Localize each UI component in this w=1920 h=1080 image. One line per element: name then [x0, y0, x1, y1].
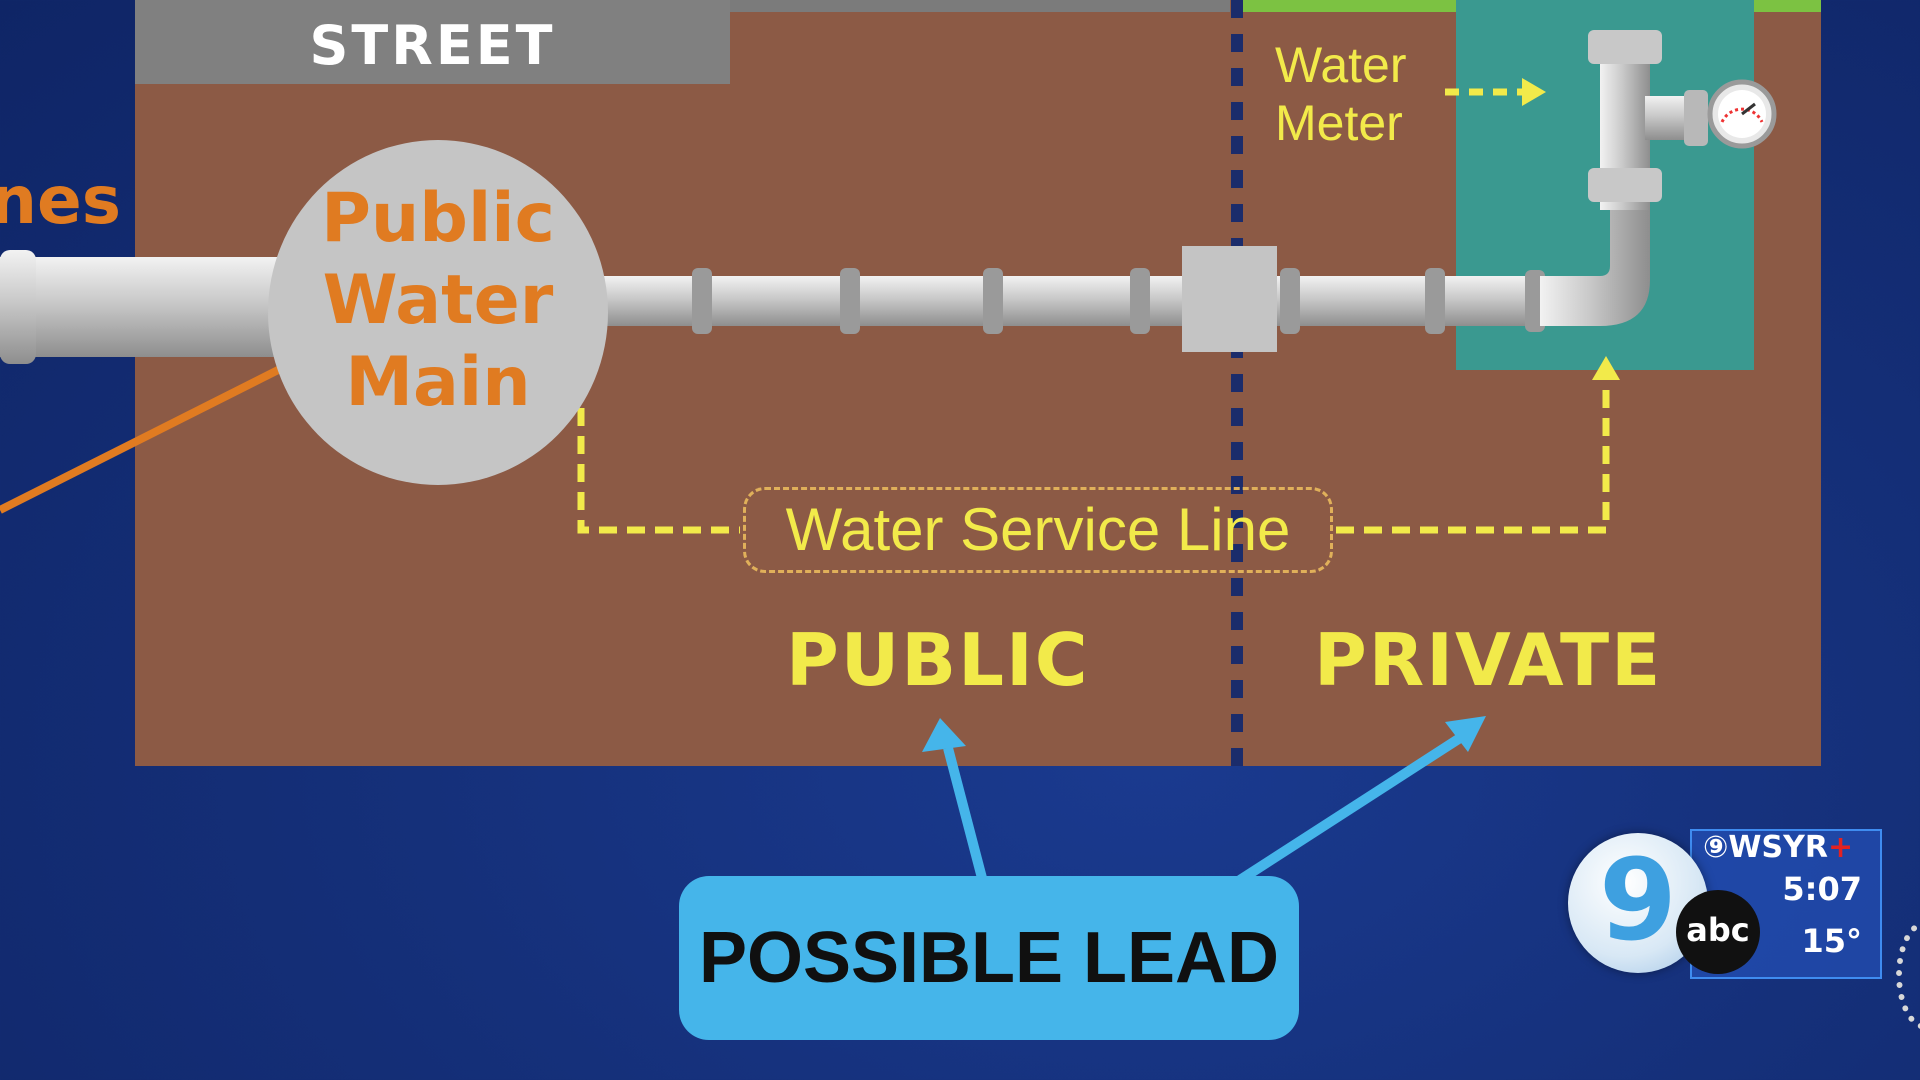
channel-brand-label: ⑨WSYR+	[1703, 830, 1853, 865]
water-meter-gauge-icon	[1707, 79, 1777, 149]
bracket-arrow-right-icon	[1592, 356, 1620, 380]
channel-logo-icon: ⑨	[1703, 830, 1729, 865]
main-label-line-2: Water	[322, 261, 554, 340]
water-service-line-label: Water Service Line	[743, 487, 1333, 573]
plus-icon: +	[1827, 830, 1854, 865]
channel-brand-text: WSYR	[1728, 830, 1828, 865]
lead-arrow-private-icon	[1237, 716, 1486, 885]
meter-branch-fitting	[1684, 90, 1708, 146]
riser-fitting-top	[1588, 30, 1662, 64]
abc-logo-icon	[1676, 890, 1760, 974]
cropped-side-text: nes	[0, 162, 122, 239]
main-label-line-3: Main	[345, 343, 531, 422]
sidewalk-strip	[730, 0, 1230, 12]
meter-label-line-2: Meter	[1275, 95, 1403, 151]
public-water-main-circle	[268, 140, 608, 485]
service-pipe	[600, 276, 1540, 326]
curb-stop-valve	[1182, 246, 1277, 352]
meter-label-line-1: Water	[1275, 37, 1407, 93]
private-zone-label: PRIVATE	[1314, 618, 1663, 702]
main-label-line-1: Public	[321, 179, 555, 258]
abc-logo-text: abc	[1686, 911, 1750, 949]
riser-fitting-bottom	[1588, 168, 1662, 202]
public-zone-label: PUBLIC	[786, 618, 1090, 702]
pipe-elbow	[1540, 200, 1650, 326]
possible-lead-callout: POSSIBLE LEAD	[679, 876, 1299, 1040]
public-water-main-label: Public Water Main	[268, 178, 608, 424]
water-meter-label: Water Meter	[1275, 36, 1407, 152]
street-label: STREET	[309, 14, 556, 77]
broadcast-time: 5:07	[1782, 870, 1862, 908]
water-main-pipe	[0, 257, 300, 357]
service-line-bracket	[577, 352, 1610, 534]
lead-arrow-public-icon	[922, 718, 987, 880]
street-band	[135, 0, 730, 84]
broadcast-temperature: 15°	[1801, 922, 1862, 960]
main-pointer-arrow-icon	[0, 346, 312, 514]
channel-nine-number: 9	[1599, 836, 1677, 966]
meter-arrow-icon	[1445, 78, 1546, 106]
water-main-pipe-end	[0, 250, 36, 364]
